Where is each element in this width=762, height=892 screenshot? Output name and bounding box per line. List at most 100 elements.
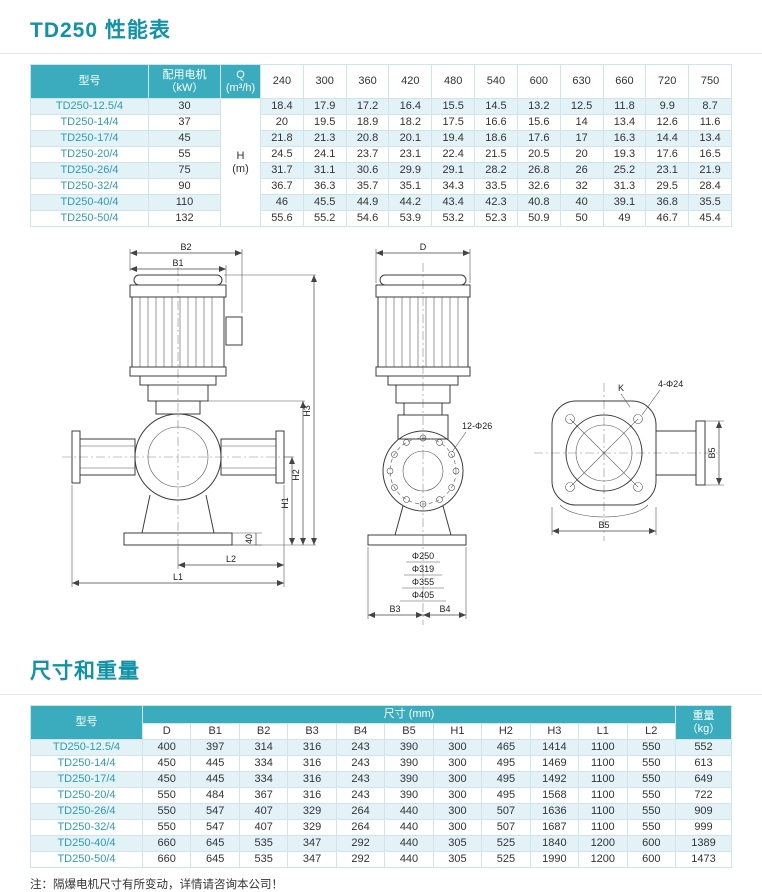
motor-header-line2: （kW） [165, 81, 204, 94]
model-cell: TD250-50/4 [30, 851, 143, 868]
head-value-cell: 31.7 [260, 162, 304, 179]
head-value-cell: 13.4 [602, 114, 647, 131]
size-value-cell: 329 [287, 803, 337, 820]
head-value-cell: 35.1 [388, 178, 433, 195]
size-value-cell: 305 [432, 851, 483, 868]
size-value-cell: 547 [190, 819, 240, 836]
size-column-header-cell: B3 [287, 723, 337, 740]
size-value-cell: 243 [335, 739, 386, 756]
head-value-cell: 20.1 [388, 130, 433, 147]
head-value-cell: 15.5 [431, 98, 476, 115]
size-column-header-cell: B4 [335, 723, 386, 740]
size-value-cell: 507 [481, 803, 531, 820]
head-value-cell: 22.4 [431, 146, 476, 163]
size-value-cell: 292 [335, 835, 386, 852]
head-value-cell: 35.5 [688, 194, 732, 211]
section-title-performance: TD250 性能表 [0, 0, 762, 54]
head-value-cell: 29.1 [431, 162, 476, 179]
size-value-cell: 329 [287, 819, 337, 836]
size-value-cell: 645 [190, 851, 240, 868]
head-value-cell: 49 [602, 210, 647, 227]
head-value-cell: 20.8 [345, 130, 390, 147]
size-column-header-cell: H1 [432, 723, 483, 740]
size-value-cell: 445 [190, 755, 240, 772]
h-label-line1: H [236, 149, 245, 162]
size-value-cell: 397 [190, 739, 240, 756]
head-value-cell: 55.6 [260, 210, 304, 227]
model-cell: TD250-20/4 [30, 146, 149, 163]
head-value-cell: 17.2 [345, 98, 390, 115]
head-unit-cell: H(m) [220, 98, 261, 227]
head-value-cell: 26.8 [516, 162, 561, 179]
head-value-cell: 18.4 [260, 98, 304, 115]
size-value-cell: 407 [238, 819, 289, 836]
weight-header-line1: 重量 [692, 709, 715, 722]
head-value-cell: 23.1 [645, 162, 690, 179]
size-value-cell: 550 [626, 755, 677, 772]
size-value-cell: 1100 [578, 755, 628, 772]
size-value-cell: 243 [335, 787, 386, 804]
head-value-cell: 18.2 [388, 114, 433, 131]
flange-view-outline [534, 383, 720, 541]
flow-rate-header-cell: 300 [302, 64, 347, 99]
dim-header-row-1: 型号 尺寸 (mm) 重量 （kg） [30, 705, 732, 740]
model-cell: TD250-12.5/4 [30, 98, 149, 115]
size-value-cell: 300 [432, 787, 483, 804]
size-value-cell: 1100 [578, 803, 628, 820]
flange-view-dimensions: 4-Φ24 K B5 B5 [551, 379, 724, 535]
dim-label-phi405: Φ405 [412, 590, 434, 600]
motor-kw-cell: 30 [148, 98, 221, 115]
weight-cell: 1473 [675, 851, 732, 868]
size-value-cell: 440 [384, 803, 434, 820]
weight-cell: 999 [675, 819, 732, 836]
head-value-cell: 34.3 [431, 178, 476, 195]
size-value-cell: 450 [141, 771, 192, 788]
head-value-cell: 12.6 [645, 114, 690, 131]
head-value-cell: 12.5 [559, 98, 604, 115]
model-cell: TD250-26/4 [30, 803, 143, 820]
head-value-cell: 16.5 [688, 146, 732, 163]
head-value-cell: 14.4 [645, 130, 690, 147]
model-cell: TD250-32/4 [30, 178, 149, 195]
flow-rate-header-cell: 480 [431, 64, 476, 99]
head-value-cell: 17.9 [302, 98, 347, 115]
weight-cell: 909 [675, 803, 732, 820]
head-value-cell: 23.7 [345, 146, 390, 163]
size-value-cell: 550 [141, 819, 192, 836]
size-value-cell: 550 [626, 771, 677, 788]
head-value-cell: 20 [260, 114, 304, 131]
dim-label-40: 40 [244, 534, 254, 544]
motor-outline [129, 274, 243, 377]
bolt-pattern-label: 12-Φ26 [462, 421, 492, 431]
dim-label-b3: B3 [389, 604, 400, 614]
dim-label-h3: H3 [302, 405, 312, 417]
size-value-cell: 1100 [578, 819, 628, 836]
flow-rate-header-cell: 600 [516, 64, 561, 99]
col-header-weight: 重量 （kg） [675, 705, 732, 740]
motor-kw-cell: 110 [148, 194, 221, 211]
dim-label-l2: L2 [226, 554, 236, 564]
col-header-model: 型号 [30, 705, 143, 740]
model-cell: TD250-40/4 [30, 835, 143, 852]
head-value-cell: 13.2 [516, 98, 561, 115]
head-value-cell: 36.7 [260, 178, 304, 195]
flow-rate-header-cell: 630 [559, 64, 604, 99]
col-header-model: 型号 [30, 64, 149, 99]
size-value-cell: 1469 [529, 755, 580, 772]
model-cell: TD250-32/4 [30, 819, 143, 836]
model-cell: TD250-14/4 [30, 114, 149, 131]
size-value-cell: 367 [238, 787, 289, 804]
bolt-pattern-label: 4-Φ24 [658, 379, 683, 389]
head-value-cell: 18.6 [474, 130, 518, 147]
head-value-cell: 17 [559, 130, 604, 147]
side-view-dimensions: B2 B1 H1 H2 H3 40 L2 L1 [71, 242, 317, 587]
size-value-cell: 484 [190, 787, 240, 804]
dim-label-b5-bottom: B5 [598, 520, 609, 530]
size-value-cell: 550 [626, 787, 677, 804]
